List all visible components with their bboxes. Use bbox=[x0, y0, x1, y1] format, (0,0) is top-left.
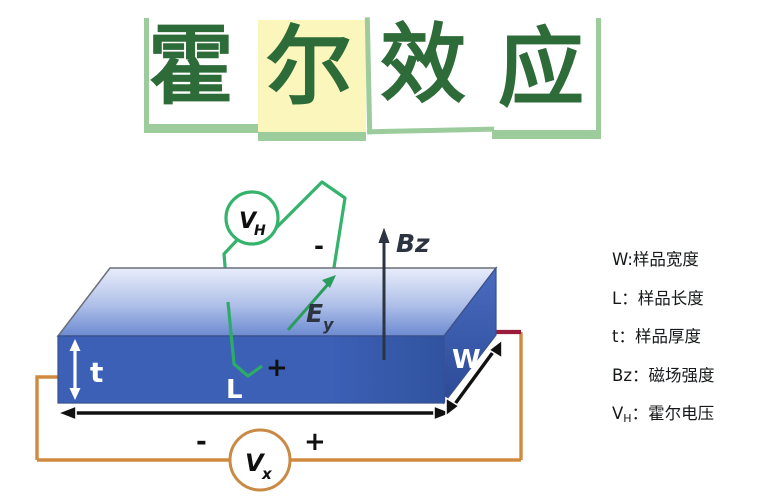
slab-top-surface bbox=[56, 267, 498, 337]
title-highlight-bar bbox=[258, 132, 366, 141]
legend-symbol-t: t：样品厚度 bbox=[612, 327, 701, 346]
title-underline-bar-1 bbox=[144, 124, 258, 131]
title-char-1: 霍 bbox=[148, 17, 234, 117]
legend-item-vh: VH：霍尔电压 bbox=[612, 404, 777, 425]
hall-plus-sign: + bbox=[266, 353, 288, 383]
w-arrow-head-bottom bbox=[445, 396, 461, 418]
slab-front-face bbox=[57, 335, 445, 404]
source-voltmeter-label-symbol: V bbox=[245, 449, 266, 477]
ey-arrow-label-symbol: E bbox=[306, 299, 323, 328]
ey-arrow-head bbox=[322, 275, 336, 288]
wire-hall-left-lower bbox=[226, 301, 263, 378]
legend-item-t: t：样品厚度 bbox=[612, 327, 777, 346]
title-char-3: 效 bbox=[380, 15, 466, 115]
legend-item-bz: Bz：磁场强度 bbox=[612, 365, 777, 385]
title-highlight-box bbox=[258, 20, 366, 132]
legend-symbol-w: W:样品宽度 bbox=[612, 250, 699, 269]
legend-symbol-bz: Bz：磁场强度 bbox=[612, 365, 715, 385]
w-arrow-shaft bbox=[450, 346, 498, 410]
wire-hall-right bbox=[264, 180, 347, 284]
title-underline-bar-4 bbox=[492, 130, 598, 138]
ey-field-arrow: E y bbox=[286, 275, 336, 334]
hall-minus-sign: - bbox=[314, 232, 324, 260]
slab bbox=[56, 266, 498, 405]
t-arrow-head-bottom bbox=[69, 388, 81, 400]
legend-symbol-vh-letter: V bbox=[612, 404, 624, 423]
w-arrow-head-top bbox=[487, 338, 503, 360]
source-voltmeter[interactable]: V x bbox=[228, 428, 292, 492]
hall-effect-diagram: Bz E y - + bbox=[35, 180, 523, 492]
source-voltmeter-label-sub: x bbox=[261, 465, 273, 483]
legend-symbol-vh-sub: H bbox=[623, 412, 632, 425]
hall-voltmeter-circle[interactable] bbox=[224, 190, 280, 246]
l-dimension-label: L bbox=[226, 375, 243, 405]
hall-voltmeter-label-symbol: V bbox=[239, 209, 258, 234]
ey-arrow-shaft bbox=[286, 281, 332, 331]
bz-arrow-label: Bz bbox=[396, 229, 430, 258]
ey-arrow-label-sub: y bbox=[323, 315, 334, 334]
thickness-dimension: t bbox=[69, 339, 103, 400]
hall-voltmeter-label-sub: H bbox=[254, 223, 266, 239]
bz-arrow-head-overlay bbox=[378, 228, 390, 243]
legend-symbol-vh-sep: ： bbox=[631, 404, 649, 423]
source-voltmeter-circle[interactable] bbox=[228, 428, 292, 492]
width-dimension-arrow bbox=[445, 338, 503, 418]
title-char-2: 尔 bbox=[266, 17, 352, 117]
legend-symbol-vh-text: 霍尔电压 bbox=[648, 404, 715, 423]
slab-right-face bbox=[443, 266, 497, 405]
legend-item-w: W:样品宽度 bbox=[612, 250, 777, 269]
legend-item-l: L：样品长度 bbox=[612, 288, 777, 308]
hall-voltmeter[interactable]: V H bbox=[224, 190, 280, 246]
legend-list: W:样品宽度 L：样品长度 t：样品厚度 Bz：磁场强度 VH：霍尔电压 bbox=[612, 250, 777, 445]
source-minus-sign: - bbox=[196, 427, 207, 457]
l-arrow-head-right bbox=[433, 404, 455, 422]
page-title: 霍 尔 效 应 bbox=[140, 14, 601, 142]
t-dimension-label: t bbox=[90, 356, 103, 389]
legend-symbol-l: L：样品长度 bbox=[612, 288, 704, 308]
hall-wire-through-slab bbox=[226, 301, 263, 378]
l-arrow-head-left bbox=[55, 404, 77, 422]
bz-field-arrow-overlay bbox=[378, 228, 390, 360]
title-char-4: 应 bbox=[498, 19, 584, 119]
length-dimension-arrow bbox=[55, 404, 455, 422]
source-plus-sign: + bbox=[304, 427, 326, 457]
t-arrow-head-top bbox=[69, 339, 81, 351]
